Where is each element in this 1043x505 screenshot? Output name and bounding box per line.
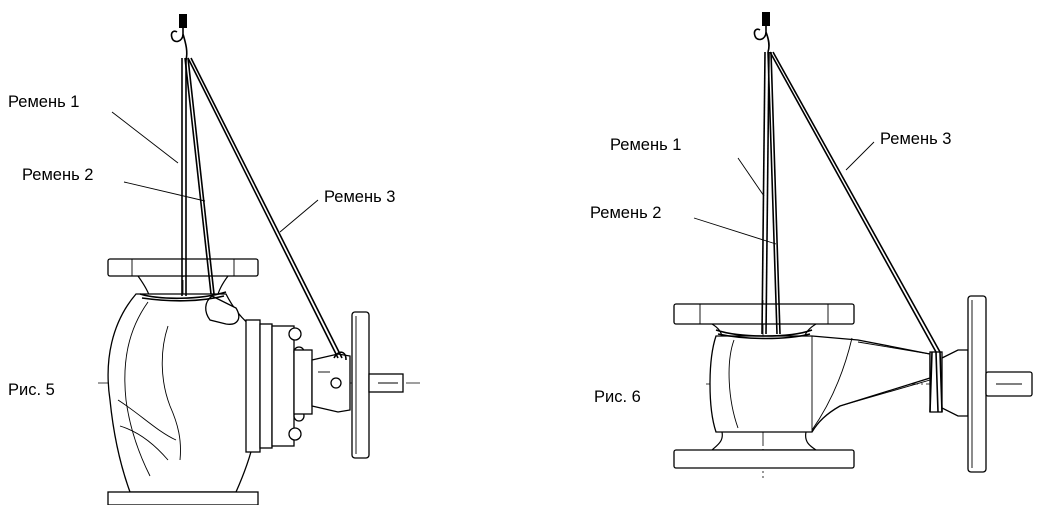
figure-6: Ремень 1 Ремень 2 Ремень 3 Рис. 6 <box>590 12 1033 478</box>
fig6-caption: Рис. 6 <box>594 388 641 406</box>
fig5-strap-3-label: Ремень 3 <box>324 188 395 206</box>
fig6-leader-strap-1 <box>737 157 765 197</box>
fig5-bonnet <box>293 349 313 415</box>
fig5-inner-contour-left <box>124 301 151 477</box>
fig5-strap-loop-yoke <box>333 351 347 361</box>
fig6-strap-loop-body <box>715 329 813 340</box>
fig6-strap-loop-outlet <box>929 351 943 413</box>
fig5-side-flange-2 <box>259 323 273 449</box>
fig5-strap-1 <box>181 58 187 296</box>
fig6-hook-top <box>762 12 770 26</box>
fig6-handwheel <box>967 295 987 473</box>
fig5-hook-top <box>179 14 187 28</box>
fig6-inner-wall <box>728 339 739 429</box>
fig6-hook-icon <box>753 26 770 53</box>
fig5-inner-rib <box>205 295 240 325</box>
fig5-bottom-flange <box>107 491 259 505</box>
fig5-indicator <box>330 377 342 389</box>
fig6-top-flange <box>673 303 855 325</box>
fig5-bolt-top <box>288 327 302 341</box>
fig5-side-flange-3 <box>271 325 295 447</box>
fig5-strap-loop-body <box>139 291 227 302</box>
fig6-strap-1-label: Ремень 1 <box>610 136 681 154</box>
figure-5: Ремень 1 Ремень 2 Ремень 3 Рис. 5 <box>8 14 420 505</box>
fig5-side-flange-1 <box>245 319 261 453</box>
fig6-bottom-neck <box>710 431 818 451</box>
fig6-strap-3 <box>769 51 941 353</box>
fig5-strap-2 <box>184 57 215 295</box>
fig5-strap-3 <box>187 57 343 359</box>
fig5-hook-icon <box>170 28 188 61</box>
fig6-leader-strap-3 <box>845 141 875 171</box>
fig5-leader-strap-2 <box>123 181 206 202</box>
fig5-leader-strap-3 <box>279 199 319 233</box>
fig5-leader-strap-1 <box>111 111 179 164</box>
fig5-strap-2-label: Ремень 2 <box>22 166 93 184</box>
fig6-strap-2-label: Ремень 2 <box>590 204 661 222</box>
fig6-outlet-inner <box>839 341 931 407</box>
fig5-caption: Рис. 5 <box>8 381 55 399</box>
fig6-leader-strap-2 <box>693 217 777 245</box>
fig5-inner-wall <box>161 325 181 461</box>
fig5-handwheel <box>351 311 370 459</box>
fig6-bottom-flange <box>673 449 855 469</box>
fig5-top-flange <box>107 258 259 277</box>
fig5-bolt-bottom <box>288 427 302 441</box>
fig6-outlet-diagonal <box>811 337 853 431</box>
fig6-strap-2 <box>767 51 781 335</box>
fig6-actuator-neck <box>941 349 969 417</box>
fig6-strap-3-label: Ремень 3 <box>880 130 951 148</box>
fig5-strap-1-label: Ремень 1 <box>8 93 79 111</box>
fig6-strap-1 <box>761 51 770 335</box>
fig5-seat-bottom <box>117 399 177 461</box>
